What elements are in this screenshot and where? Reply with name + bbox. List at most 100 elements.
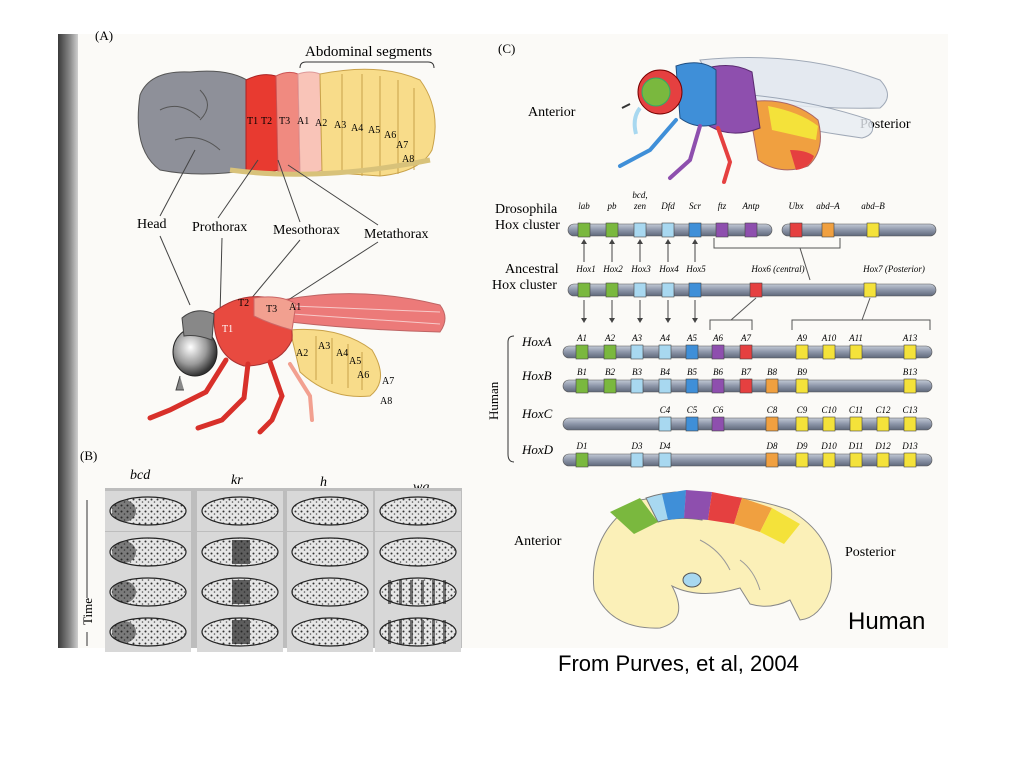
ancestral-gene-box [863,282,877,298]
human-gene-box [739,344,753,360]
panel-a-letter: (A) [95,28,113,43]
human-gene-label: B6 [713,367,723,377]
drosophila-gene-label: pb [607,201,618,211]
human-gene-label: A10 [821,333,837,343]
larva-seg-a3: A3 [334,120,346,131]
human-gene-box [903,452,917,468]
fly-seg-a6: A6 [357,370,369,381]
drosophila-gene-box [744,222,758,238]
human-gene-box [685,378,699,394]
hox-colored-fly [618,57,888,184]
panel-c: (C) Anterior Posterior Drosophila Hox cl… [486,41,937,629]
human-gene-label: A3 [631,333,642,343]
human-gene-label: A13 [902,333,918,343]
human-gene-box [685,344,699,360]
human-gene-box [603,344,617,360]
human-gene-label: A4 [659,333,670,343]
human-cluster-name: HoxB [521,368,552,383]
human-gene-box [822,452,836,468]
larva-seg-t3: T3 [279,116,290,127]
human-cluster-name: HoxD [521,442,554,457]
human-gene-box [795,344,809,360]
human-gene-label: B7 [741,367,751,377]
human-gene-box [849,416,863,432]
human-gene-label: D8 [766,441,778,451]
fly-seg-a2: A2 [296,348,308,359]
embryo-image [291,577,369,607]
human-gene-label: B2 [605,367,615,377]
drosophila-gene-label: zen [633,201,646,211]
embryo-anterior-label: Anterior [514,534,562,549]
fly-anterior-label: Anterior [528,105,576,120]
drosophila-rod-right [781,223,937,237]
human-gene-box [630,344,644,360]
fly-seg-a8: A8 [380,396,392,407]
larva-seg-a1: A1 [297,116,309,127]
human-gene-label: C10 [821,405,837,415]
human-gene-box [849,344,863,360]
human-gene-box [876,452,890,468]
embryo-image [201,496,279,526]
fly-seg-t1: T1 [222,324,233,335]
human-gene-box [575,378,589,394]
time-axis-label: Time [80,598,95,625]
drosophila-gene-label: Scr [689,201,701,211]
larva-seg-a7: A7 [396,140,408,151]
embryo-image [379,537,457,567]
fly-seg-a7: A7 [382,376,394,387]
human-gene-label: D3 [631,441,643,451]
human-gene-label: C4 [660,405,671,415]
drosophila-gene-box [661,222,675,238]
gene-label-kr: kr [231,473,243,488]
drosophila-gene-box [715,222,729,238]
embryo-posterior-label: Posterior [845,545,896,560]
human-gene-label: B3 [632,367,642,377]
human-caption: Human [848,608,926,635]
human-gene-label: D1 [576,441,588,451]
human-gene-box [711,344,725,360]
ancestral-gene-label: Hox6 (central) [750,264,804,274]
human-gene-box [658,452,672,468]
larva-seg-t2: T2 [261,116,272,127]
drosophila-gene-box [577,222,591,238]
drosophila-gene-label: abd–B [861,201,885,211]
human-gene-box [739,378,753,394]
panel-b: (B) bcd kr h wg Time [80,448,462,652]
metathorax-label: Metathorax [364,227,429,242]
human-gene-box [849,452,863,468]
human-gene-label: D9 [796,441,808,451]
human-gene-label: B13 [903,367,918,377]
abdominal-segments-label: Abdominal segments [305,44,432,60]
ancestral-label-line2: Hox cluster [492,278,557,293]
human-gene-label: B1 [577,367,587,377]
embryo-image [291,537,369,567]
gene-label-h: h [320,475,327,490]
drosophila-gene-box [605,222,619,238]
larva-seg-a6: A6 [384,130,396,141]
ancestral-gene-box [749,282,763,298]
embryo-image [291,617,369,647]
human-gene-label: B5 [687,367,697,377]
human-cluster-rod [562,417,933,431]
human-gene-box [822,416,836,432]
page-edge-shadow [58,34,78,648]
panel-c-letter: (C) [498,41,515,56]
human-gene-box [765,452,779,468]
human-gene-label: D12 [874,441,891,451]
drosophila-gene-label: ftz [718,201,727,211]
abdominal-bracket [299,61,435,69]
human-gene-label: B4 [660,367,670,377]
fly-seg-a3: A3 [318,341,330,352]
human-gene-label: D13 [901,441,918,451]
human-gene-label: B9 [797,367,807,377]
ancestral-gene-label: Hox4 [658,264,679,274]
human-gene-label: C13 [902,405,918,415]
larva-seg-a5: A5 [368,125,380,136]
drosophila-gene-label: lab [578,201,590,211]
human-rotated-label: Human [486,381,501,420]
human-gene-label: A5 [686,333,697,343]
